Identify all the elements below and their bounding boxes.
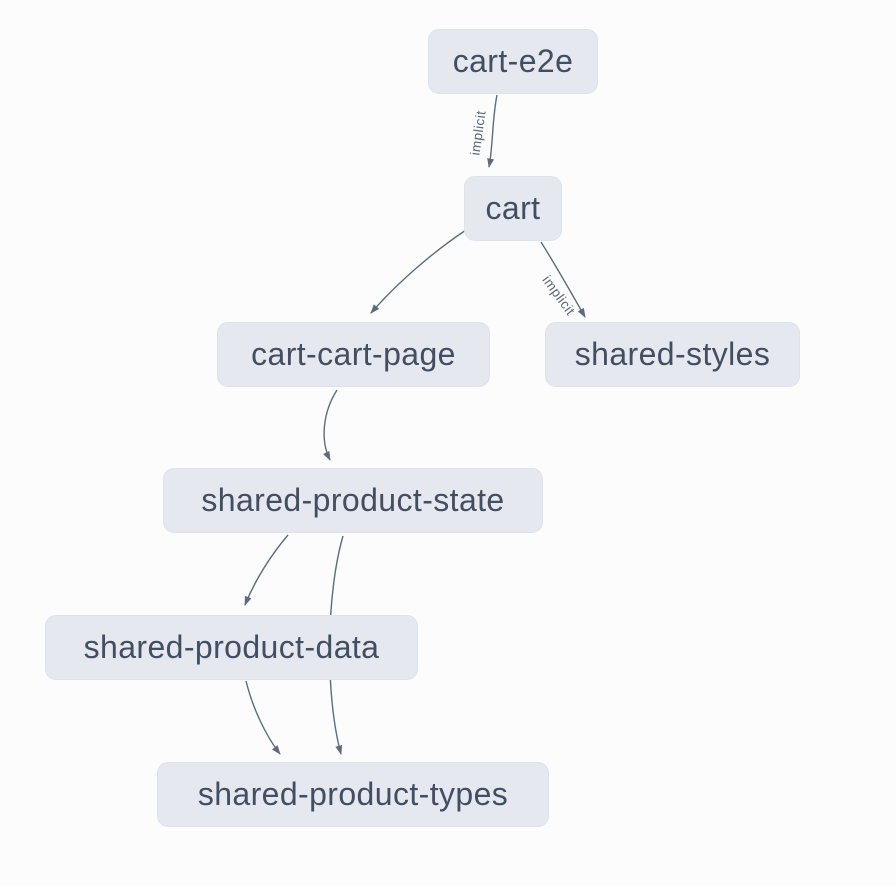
node-cart-e2e[interactable]: cart-e2e bbox=[428, 29, 598, 94]
node-shared-product-state-label: shared-product-state bbox=[201, 482, 505, 518]
node-shared-styles-label: shared-styles bbox=[574, 336, 771, 372]
edge-label-implicit-cart-e2e-cart: implicit bbox=[467, 109, 488, 156]
node-shared-styles[interactable]: shared-styles bbox=[545, 322, 800, 387]
edge-shared-product-state-to-shared-product-data[interactable] bbox=[244, 534, 289, 606]
edge-cart-to-cart-cart-page[interactable] bbox=[370, 229, 467, 314]
edge-cart-cart-page-to-shared-product-state[interactable] bbox=[323, 389, 338, 461]
node-cart-cart-page-label: cart-cart-page bbox=[251, 336, 456, 372]
node-cart[interactable]: cart bbox=[464, 176, 562, 241]
edge-cart-e2e-to-cart[interactable] bbox=[487, 94, 498, 168]
edge-cart-to-shared-styles[interactable] bbox=[540, 241, 586, 318]
node-cart-cart-page[interactable]: cart-cart-page bbox=[217, 322, 490, 387]
node-cart-label: cart bbox=[485, 190, 541, 226]
node-shared-product-data-label: shared-product-data bbox=[83, 629, 380, 665]
node-shared-product-data[interactable]: shared-product-data bbox=[45, 615, 418, 680]
node-shared-product-types[interactable]: shared-product-types bbox=[157, 762, 549, 827]
node-shared-product-state[interactable]: shared-product-state bbox=[163, 468, 543, 533]
node-shared-product-types-label: shared-product-types bbox=[197, 776, 509, 812]
node-cart-e2e-label: cart-e2e bbox=[452, 43, 574, 79]
edge-shared-product-data-to-shared-product-types[interactable] bbox=[245, 680, 281, 755]
